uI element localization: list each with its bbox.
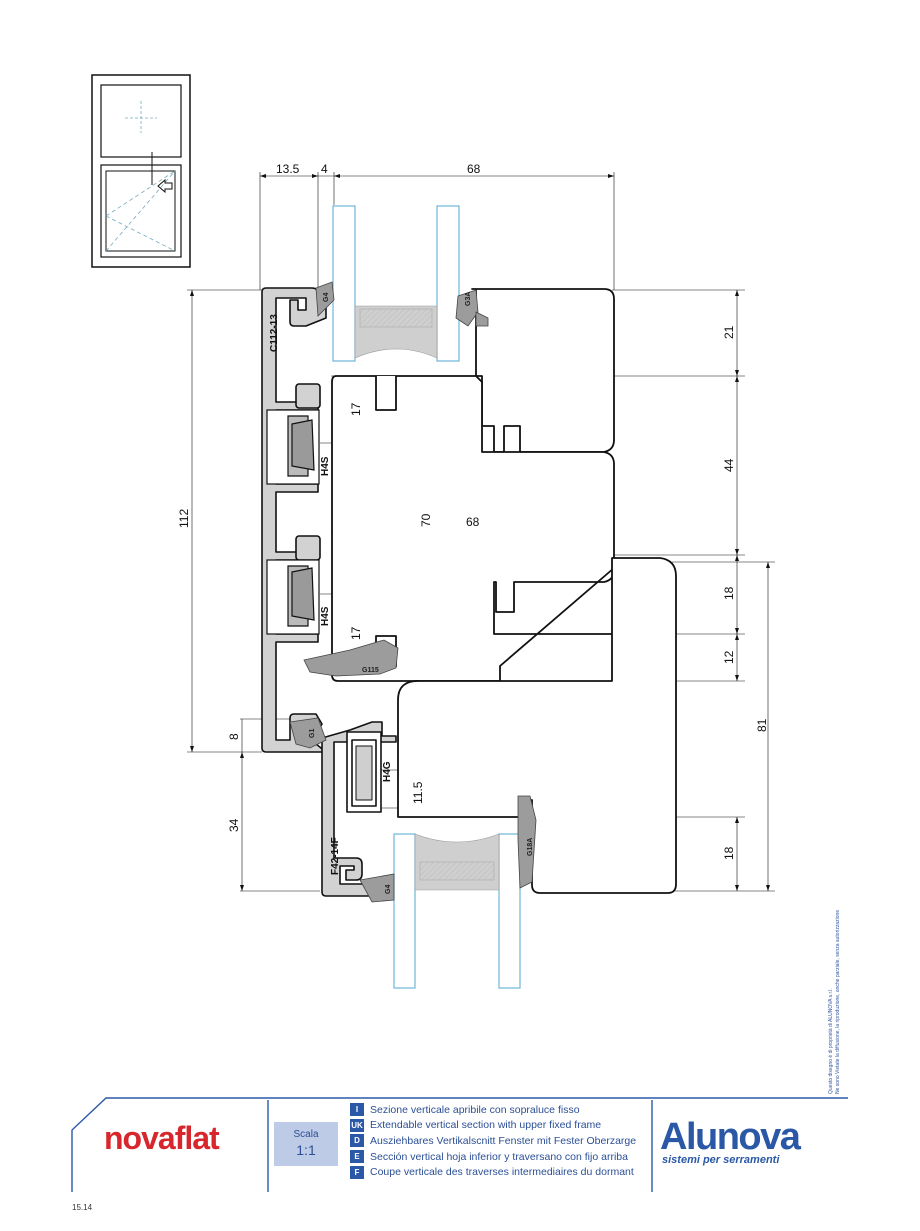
glazing-panes bbox=[332, 205, 521, 989]
label-h4g: H4G bbox=[382, 761, 393, 782]
label-c112-13: C112-13 bbox=[269, 314, 280, 352]
dim-44: 44 bbox=[722, 458, 736, 472]
lang-code-it: I bbox=[350, 1103, 364, 1117]
dim-4: 4 bbox=[321, 162, 328, 176]
footer-frame bbox=[71, 1097, 848, 1192]
dim-70: 70 bbox=[419, 513, 433, 527]
copyright-line-2: Ne sono Vietate la diffusione, la riprod… bbox=[834, 909, 841, 1094]
copyright-notice: Questo disegno è di proprietà di ALUNOVA… bbox=[828, 794, 841, 1094]
dim-68-mid: 68 bbox=[466, 515, 480, 529]
alunova-logo: Alunova sistemi per serramenti bbox=[660, 1118, 850, 1166]
sash-profile-f42-14f bbox=[321, 721, 397, 897]
lang-code-uk: UK bbox=[350, 1118, 364, 1132]
dim-17-bottom: 17 bbox=[349, 626, 363, 640]
dim-68-top: 68 bbox=[467, 162, 481, 176]
novaflat-logo-part-b: flat bbox=[174, 1120, 220, 1156]
glass-spacers bbox=[354, 305, 500, 891]
novaflat-logo: novaflat bbox=[104, 1120, 220, 1157]
description-row-it: I Sezione verticale apribile con sopralu… bbox=[350, 1102, 650, 1118]
description-uk: Extendable vertical section with upper f… bbox=[370, 1119, 602, 1132]
lang-code-de: D bbox=[350, 1134, 364, 1148]
description-de: Ausziehbares Vertikalscnitt Fenster mit … bbox=[370, 1134, 637, 1147]
hardware-h4s-bottom bbox=[266, 559, 320, 635]
description-es: Sección vertical hoja inferior y travers… bbox=[370, 1150, 628, 1163]
dim-8: 8 bbox=[227, 733, 241, 740]
scale-label: Scala bbox=[293, 1129, 319, 1140]
description-fr: Coupe verticale des traverses intermedia… bbox=[370, 1166, 634, 1179]
dim-17-top: 17 bbox=[349, 402, 363, 416]
novaflat-logo-part-a: nova bbox=[104, 1120, 176, 1156]
alunova-logo-tagline: sistemi per serramenti bbox=[662, 1154, 780, 1166]
label-g1: G1 bbox=[309, 729, 316, 738]
dim-18-lower: 18 bbox=[722, 846, 736, 860]
description-row-es: E Sección vertical hoja inferior y trave… bbox=[350, 1149, 650, 1165]
window-thumbnail-icon bbox=[91, 74, 191, 268]
dim-12: 12 bbox=[722, 650, 736, 664]
description-it: Sezione verticale apribile con sopraluce… bbox=[370, 1103, 580, 1116]
label-g4-bottom: G4 bbox=[385, 885, 392, 894]
label-h4s-top: H4S bbox=[320, 456, 331, 476]
label-g115: G115 bbox=[362, 667, 379, 674]
lang-code-es: E bbox=[350, 1150, 364, 1164]
alunova-logo-name: Alunova bbox=[660, 1116, 801, 1158]
scale-box: Scala 1:1 bbox=[274, 1122, 338, 1166]
label-f42-14f: F42-14F bbox=[330, 837, 341, 875]
scale-value: 1:1 bbox=[296, 1142, 316, 1158]
dim-112: 112 bbox=[177, 509, 191, 528]
label-g4-top: G4 bbox=[323, 293, 330, 302]
dim-13-5: 13.5 bbox=[276, 162, 300, 176]
wood-lower-sash bbox=[397, 557, 677, 894]
description-row-fr: F Coupe verticale des traverses intermed… bbox=[350, 1164, 650, 1180]
hardware-h4s-top bbox=[266, 409, 320, 485]
description-list: I Sezione verticale apribile con sopralu… bbox=[350, 1102, 650, 1180]
label-h4s-bottom: H4S bbox=[320, 606, 331, 626]
dim-34: 34 bbox=[227, 818, 241, 832]
description-row-de: D Ausziehbares Vertikalscnitt Fenster mi… bbox=[350, 1133, 650, 1149]
page-code: 15.14 bbox=[72, 1203, 93, 1212]
wood-fixed-sash bbox=[471, 288, 615, 453]
extension-lines bbox=[187, 172, 775, 892]
dim-18-upper: 18 bbox=[722, 586, 736, 600]
dim-21: 21 bbox=[722, 325, 736, 339]
frame-profile-c112-13 bbox=[261, 287, 327, 753]
gaskets bbox=[289, 281, 537, 903]
dim-11-5: 11.5 bbox=[411, 781, 425, 804]
label-g18a: G18A bbox=[527, 838, 534, 856]
dim-81: 81 bbox=[755, 718, 769, 732]
lang-code-fr: F bbox=[350, 1165, 364, 1179]
label-g3a: G3A bbox=[465, 292, 472, 306]
description-row-uk: UK Extendable vertical section with uppe… bbox=[350, 1118, 650, 1134]
